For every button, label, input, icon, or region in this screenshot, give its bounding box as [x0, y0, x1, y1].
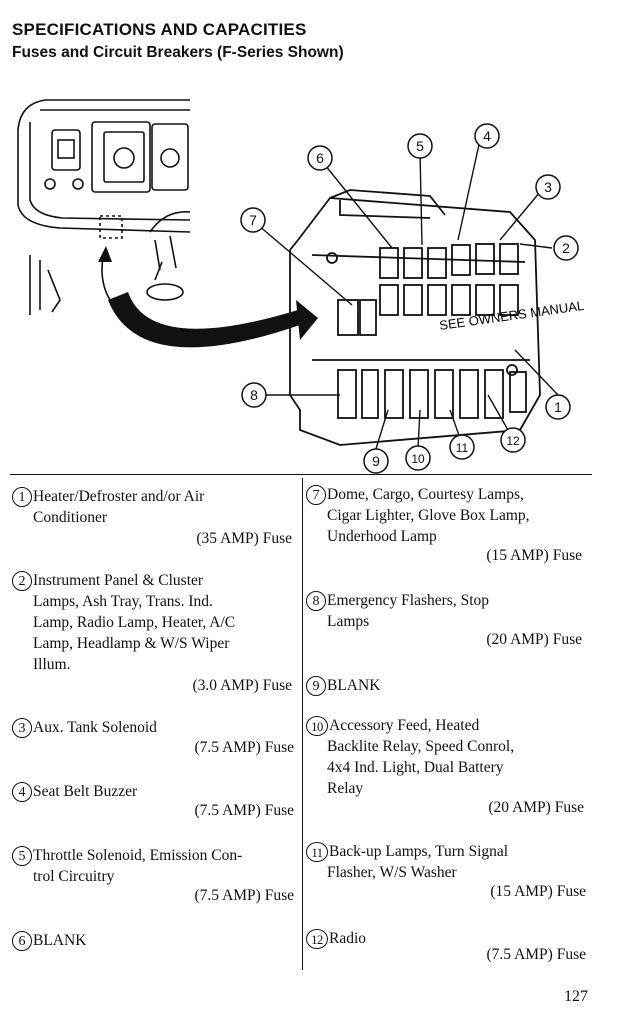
- fuse-number-badge: 9: [306, 676, 326, 697]
- fuse-rating: (7.5 AMP) Fuse: [194, 802, 294, 819]
- callout-label-1: 1: [554, 399, 562, 415]
- fuse-number-badge: 4: [12, 782, 32, 803]
- fuse-rating: (15 AMP) Fuse: [490, 883, 586, 900]
- fuse-rating: (20 AMP) Fuse: [486, 631, 582, 648]
- callout-label-11: 11: [456, 441, 469, 455]
- fuse-description: Dome, Cargo, Courtesy Lamps,Cigar Lighte…: [327, 486, 530, 546]
- fuse-rating: (20 AMP) Fuse: [488, 799, 584, 816]
- fuse-number-badge: 7: [306, 485, 326, 506]
- fuse-description: Seat Belt Buzzer: [33, 783, 138, 800]
- callout-circle-9: [363, 448, 389, 474]
- fuse-description: BLANK: [33, 932, 87, 949]
- fuse-description: Radio: [329, 930, 367, 947]
- fuse-number-badge: 12: [306, 929, 328, 950]
- column-divider: [302, 478, 303, 970]
- page-number: 127: [564, 988, 588, 1005]
- callout-label-6: 6: [316, 150, 324, 166]
- callout-label-8: 8: [250, 387, 258, 403]
- callout-circle-7: [240, 207, 266, 233]
- fuse-rating: (35 AMP) Fuse: [196, 530, 292, 547]
- callout-label-12: 12: [506, 434, 520, 448]
- fuse-number-badge: 5: [12, 846, 32, 867]
- callout-label-7: 7: [249, 212, 257, 228]
- callout-circle-8: [241, 382, 267, 408]
- panel-note: SEE OWNERS MANUAL: [438, 298, 585, 333]
- fuse-number-badge: 11: [306, 842, 328, 863]
- callout-label-3: 3: [544, 179, 552, 195]
- callout-label-10: 10: [411, 452, 425, 466]
- callout-label-5: 5: [416, 138, 424, 154]
- callout-circle-5: [407, 133, 433, 159]
- callout-label-4: 4: [483, 128, 491, 144]
- fuse-rating: (7.5 AMP) Fuse: [194, 739, 294, 756]
- dashboard-illustration: [17, 99, 191, 315]
- callout-circle-12: [500, 427, 526, 453]
- callout-circle-3: [535, 174, 561, 200]
- callout-circle-11: [449, 434, 475, 460]
- fuse-rating: (15 AMP) Fuse: [486, 547, 582, 564]
- callout-circle-1: [545, 394, 571, 420]
- fuse-number-badge: 8: [306, 591, 326, 612]
- horizontal-rule: [10, 474, 592, 475]
- fuse-block: [289, 189, 541, 446]
- page-title: SPECIFICATIONS AND CAPACITIES: [12, 20, 307, 39]
- fuse-description: Aux. Tank Solenoid: [33, 719, 157, 736]
- fuse-rating: (7.5 AMP) Fuse: [194, 887, 294, 904]
- page-subtitle: Fuses and Circuit Breakers (F-Series Sho…: [12, 44, 344, 61]
- callout-label-2: 2: [562, 240, 570, 256]
- fuse-rating: (7.5 AMP) Fuse: [486, 946, 586, 963]
- callout-circle-10: [405, 445, 431, 471]
- fuse-rating: (3.0 AMP) Fuse: [192, 677, 292, 694]
- fuse-number-badge: 10: [306, 716, 328, 737]
- callout-circle-2: [553, 235, 579, 261]
- fuse-number-badge: 6: [12, 931, 32, 952]
- location-arrow: [108, 292, 300, 348]
- callout-circle-4: [474, 123, 500, 149]
- fuse-description: Throttle Solenoid, Emission Con-trol Cir…: [33, 847, 243, 886]
- fuse-number-badge: 1: [12, 487, 32, 508]
- fuse-number-badge: 2: [12, 571, 32, 592]
- callout-circle-6: [307, 145, 333, 171]
- fuse-number-badge: 3: [12, 718, 32, 739]
- callout-label-9: 9: [372, 453, 380, 469]
- fuse-description: BLANK: [327, 677, 381, 694]
